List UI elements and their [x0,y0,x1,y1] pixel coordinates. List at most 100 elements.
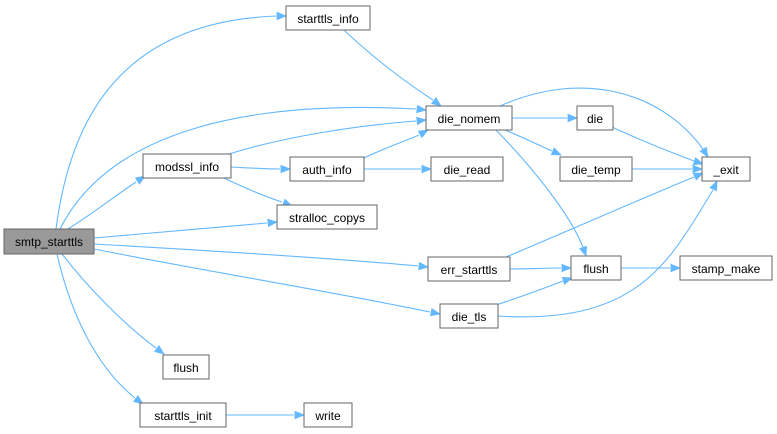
node-label: err_starttls [441,263,498,277]
node-label: modssl_info [155,160,219,174]
node-label: die_read [444,163,491,177]
edge-smtp-starttls-to-stralloc-copys [93,218,279,239]
node-auth-info[interactable]: auth_info [289,156,365,182]
edge-auth-info-to-die-nomem [363,129,429,159]
edge-smtp-starttls-to-die-nomem [59,104,428,230]
edge-line [499,87,704,150]
node-die-nomem[interactable]: die_nomem [425,105,513,131]
arrowhead [421,164,433,174]
edge-starttls-info-to-die-nomem [343,29,442,107]
node-label: die_nomem [438,112,501,126]
arrowhead [430,97,442,107]
arrowhead [670,263,682,273]
edge-line [228,120,417,155]
edge-die-to--exit [611,126,705,166]
edge-die-nomem-to--exit [499,87,709,158]
node-starttls-init[interactable]: starttls_init [139,402,227,428]
arrowhead [429,308,442,317]
edge-line [611,126,695,162]
edge-smtp-starttls-to-err-starttls [93,243,430,271]
edge-die-tls-to-flush-mid [495,276,574,306]
edge-line [363,134,420,159]
edge-line [93,243,419,267]
arrowhead [709,180,718,192]
edge-line [93,248,431,313]
edge-line [55,15,277,230]
node-label: flush [173,361,198,375]
arrowhead [416,104,428,114]
arrowhead [692,172,704,181]
arrowhead [561,263,573,273]
edge-smtp-starttls-to-flush-low [61,253,165,355]
edge-line [67,181,137,230]
edge-die-nomem-to-die [512,113,579,123]
node-die-tls[interactable]: die_tls [439,303,499,329]
arrowhead [153,345,165,355]
edge-modssl-info-to-die-nomem [228,116,428,155]
edge-line [509,267,562,270]
node-label: auth_info [302,163,352,177]
arrowhead [132,395,144,405]
node-die-temp[interactable]: die_temp [559,156,633,182]
arrowhead [418,261,430,271]
arrowhead [692,164,704,174]
edge-auth-info-to-die-read [363,164,433,174]
edge-die-tls-to--exit [497,180,718,318]
edge-die-nomem-to-flush-mid [495,129,588,258]
edge-line [230,166,281,170]
node-label: starttls_info [297,12,359,26]
arrowhead [699,146,709,158]
edge-line [495,129,584,248]
arrowhead [561,276,574,285]
node-stralloc-copys[interactable]: stralloc_copys [276,204,378,230]
edge-line [56,253,136,399]
node-label: die_tls [452,310,487,324]
node-label: _exit [712,163,739,177]
node-label: write [314,409,341,423]
arrowhead [294,410,306,420]
arrowhead [276,11,288,21]
arrowhead [267,218,279,228]
edge-line [343,29,434,101]
edge-modssl-info-to-auth-info [230,164,292,174]
node-stamp-make[interactable]: stamp_make [679,255,773,281]
node-label: stralloc_copys [289,211,365,225]
edge-smtp-starttls-to-starttls-init [56,253,144,405]
node-modssl-info[interactable]: modssl_info [142,153,232,179]
edge-line [504,129,553,152]
arrowhead [416,116,428,126]
edge-modssl-info-to-stralloc-copys [223,177,294,207]
edge-die-nomem-to-die-temp [504,129,562,156]
arrowhead [417,129,429,139]
node-label: smtp_starttls [15,235,83,249]
node-err-starttls[interactable]: err_starttls [427,256,511,282]
node-flush-mid[interactable]: flush [570,255,622,281]
node-label: stamp_make [692,262,761,276]
edge-smtp-starttls-to-die-tls [93,248,442,317]
edge-line [223,177,283,203]
node-flush-low[interactable]: flush [162,354,210,380]
arrowhead [567,113,579,123]
node-die-read[interactable]: die_read [430,156,504,182]
edge-line [59,106,417,230]
edge-line [495,280,564,306]
node-starttls-info[interactable]: starttls_info [285,5,371,31]
node-label: starttls_init [154,409,212,423]
edge-smtp-starttls-to-modssl-info [67,175,146,230]
node-write[interactable]: write [303,402,353,428]
edges-layer [55,11,718,420]
node-label: flush [583,262,608,276]
node-smtp-starttls[interactable]: smtp_starttls [3,228,95,255]
edge-line [505,176,695,258]
node-die[interactable]: die [576,105,614,131]
edge-err-starttls-to--exit [505,172,704,258]
edge-line [61,253,157,349]
node-label: die [587,112,603,126]
edge-die-temp-to--exit [631,164,704,174]
node-exit[interactable]: _exit [701,156,751,182]
arrowhead [692,157,705,166]
edge-starttls-init-to-write [226,410,306,420]
edge-err-starttls-to-flush-mid [509,263,573,273]
arrowhead [550,147,562,156]
